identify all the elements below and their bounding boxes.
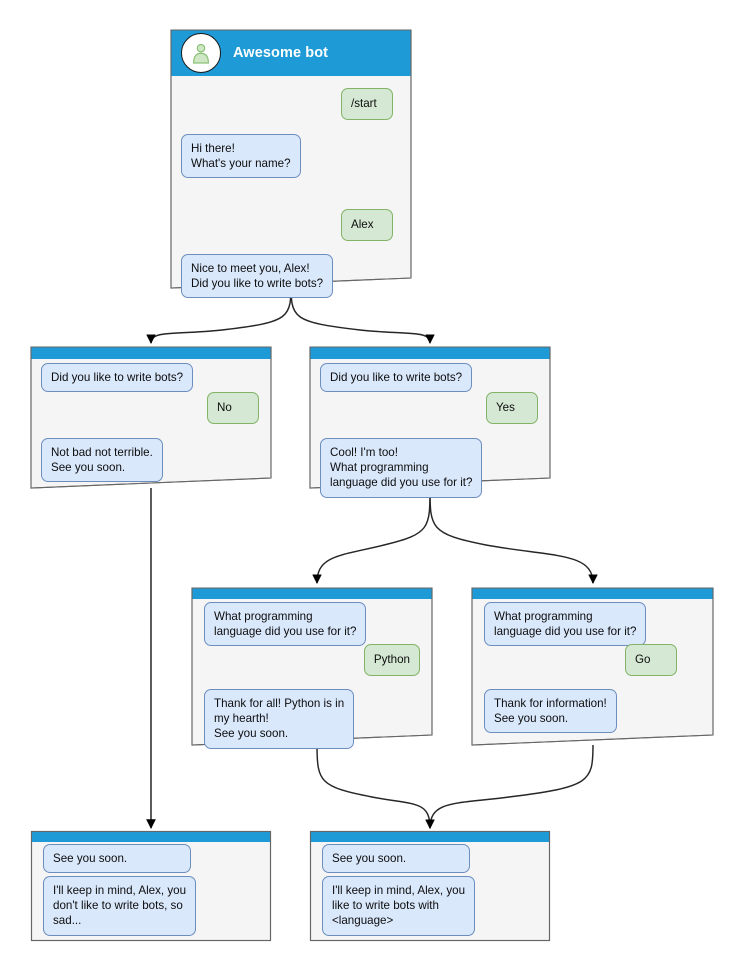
node-go-branch[interactable]: What programming language did you use fo… <box>471 587 714 746</box>
user-message-bubble: Yes <box>486 392 538 424</box>
user-message-bubble: Python <box>363 644 420 676</box>
node-end-happy[interactable]: See you soon. I'll keep in mind, Alex, y… <box>309 830 551 942</box>
message-row: Hi there! What's your name? <box>181 134 301 179</box>
bot-message-bubble: Cool! I'm too! What programming language… <box>320 438 483 498</box>
bot-message-bubble: Not bad not terrible. See you soon. <box>41 438 163 483</box>
edge-yes-to-go <box>429 487 598 584</box>
message-row: See you soon. <box>43 844 191 874</box>
node-root-titlebar: Awesome bot <box>171 30 411 76</box>
message-row: Did you like to write bots? <box>41 363 194 393</box>
message-row: I'll keep in mind, Alex, you like to wri… <box>322 876 476 936</box>
message-row: Python <box>192 644 432 676</box>
bot-message-bubble: I'll keep in mind, Alex, you don't like … <box>43 876 197 936</box>
node-end-sad[interactable]: See you soon. I'll keep in mind, Alex, y… <box>30 830 272 942</box>
user-message-bubble: No <box>207 392 259 424</box>
user-message-bubble: /start <box>341 88 393 120</box>
node-no-branch[interactable]: Did you like to write bots? No Not bad n… <box>30 346 272 489</box>
message-row: What programming language did you use fo… <box>204 602 367 647</box>
bot-message-bubble: Thank for all! Python is in my hearth! S… <box>204 689 355 749</box>
message-row: See you soon. <box>322 844 470 874</box>
edge-python-to-end-happy <box>316 744 435 829</box>
bot-message-bubble: Nice to meet you, Alex! Did you like to … <box>181 254 334 299</box>
message-row: Thank for information! See you soon. <box>484 689 617 734</box>
bot-message-bubble: See you soon. <box>322 844 470 874</box>
node-python-branch[interactable]: What programming language did you use fo… <box>191 587 433 749</box>
message-row: Thank for all! Python is in my hearth! S… <box>204 689 355 749</box>
message-row: No <box>31 392 271 424</box>
bot-message-bubble: What programming language did you use fo… <box>204 602 367 647</box>
user-avatar-icon <box>181 33 221 73</box>
person-glyph <box>192 43 210 64</box>
message-row: Cool! I'm too! What programming language… <box>320 438 483 498</box>
user-message-bubble: Go <box>625 644 677 676</box>
message-row: Yes <box>310 392 550 424</box>
node-yes-branch[interactable]: Did you like to write bots? Yes Cool! I'… <box>309 346 551 498</box>
bot-message-bubble: Hi there! What's your name? <box>181 134 301 179</box>
bot-message-bubble: What programming language did you use fo… <box>484 602 647 647</box>
bot-message-bubble: Did you like to write bots? <box>41 363 194 393</box>
message-row: I'll keep in mind, Alex, you don't like … <box>43 876 197 936</box>
message-row: /start <box>171 88 411 120</box>
message-row: What programming language did you use fo… <box>484 602 647 647</box>
edge-yes-to-python <box>312 487 431 584</box>
bot-message-bubble: Did you like to write bots? <box>320 363 473 393</box>
bot-name-label: Awesome bot <box>233 45 329 61</box>
bot-message-bubble: Thank for information! See you soon. <box>484 689 617 734</box>
user-message-bubble: Alex <box>341 209 393 241</box>
edge-go-to-end-happy <box>425 744 594 829</box>
message-row: Did you like to write bots? <box>320 363 473 393</box>
bot-message-bubble: I'll keep in mind, Alex, you like to wri… <box>322 876 476 936</box>
message-row: Nice to meet you, Alex! Did you like to … <box>181 254 334 299</box>
bot-message-bubble: See you soon. <box>43 844 191 874</box>
message-row: Go <box>472 644 713 676</box>
node-root[interactable]: Awesome bot /start Hi there! What's your… <box>170 29 412 299</box>
message-row: Not bad not terrible. See you soon. <box>41 438 163 483</box>
message-row: Alex <box>171 209 411 241</box>
